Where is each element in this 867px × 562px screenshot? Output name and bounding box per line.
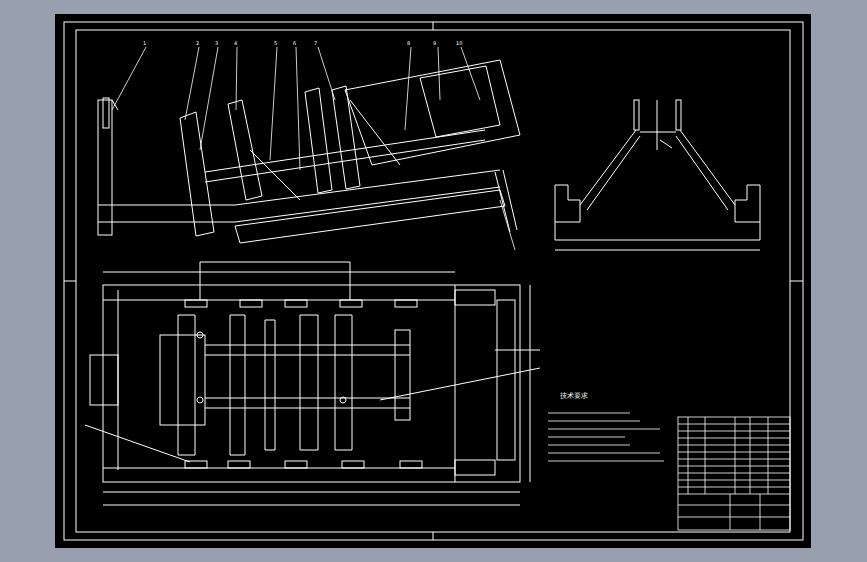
callout-number: 6	[293, 41, 296, 46]
callout-number: 7	[314, 41, 317, 46]
callout-number: 8	[407, 41, 410, 46]
callout-number: 10	[456, 41, 462, 46]
callout-number: 9	[433, 41, 436, 46]
callout-number: 4	[234, 41, 237, 46]
plan-view	[85, 262, 540, 505]
notes-lines	[548, 413, 664, 461]
callout-number: 2	[196, 41, 199, 46]
callout-number: 5	[274, 41, 277, 46]
callout-number: 3	[215, 41, 218, 46]
callout-number: 1	[143, 41, 146, 46]
side-view	[98, 60, 520, 243]
title-block	[678, 417, 790, 530]
leader-lines	[112, 47, 515, 250]
end-view	[555, 100, 760, 250]
notes-heading: 技术要求	[560, 393, 588, 400]
